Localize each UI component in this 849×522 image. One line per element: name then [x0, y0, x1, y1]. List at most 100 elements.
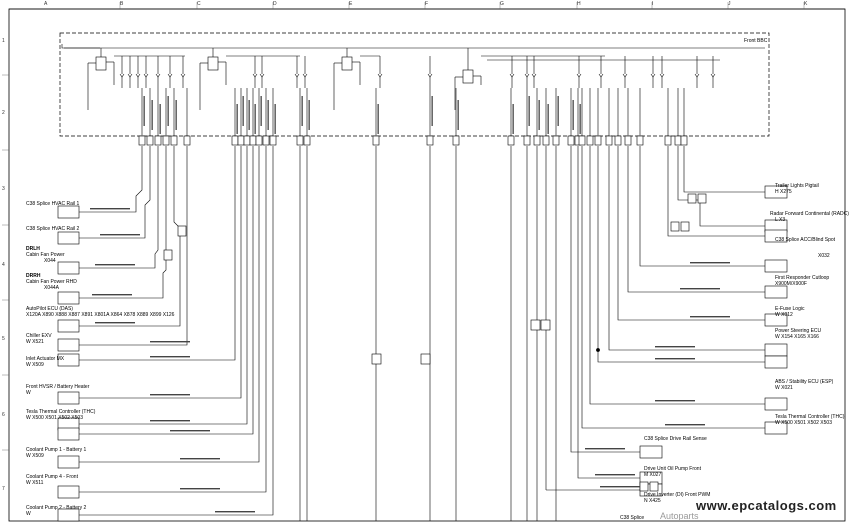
wire-label	[547, 104, 549, 134]
left-comp-0: C38 Splice HVAC Rail 1	[26, 201, 80, 207]
watermark-faint: Autoparts	[660, 511, 699, 521]
connector-pin	[636, 135, 644, 146]
fuse-symbol	[155, 56, 161, 88]
fuse-symbol	[650, 56, 656, 88]
left-comp-1: C38 Splice HVAC Rail 2	[26, 226, 80, 232]
left-comp-10: Coolant Pump 4 - Front	[26, 474, 78, 480]
left-comp-3-code: X044A	[44, 285, 60, 291]
grid-label-F: F	[425, 1, 429, 7]
wire-label	[431, 96, 433, 126]
right-comp-1: Radar Forward Continental (RADC)	[770, 211, 849, 217]
right-comp-4-code: X900M/X900F	[775, 281, 807, 287]
connector-stub	[639, 445, 663, 459]
connector-pin	[183, 135, 191, 146]
grid-row-4: 4	[2, 262, 5, 268]
grid-row-6: 6	[2, 412, 5, 418]
right-comp-5: E-Fuse Logic	[775, 306, 805, 312]
connector-stub	[764, 229, 788, 243]
left-comp-6: Inlet Actuator MX	[26, 356, 65, 362]
right-comp-3: X032	[818, 253, 830, 259]
wire-label	[175, 100, 177, 130]
grid-label-B: B	[120, 1, 124, 7]
wire-label	[95, 264, 135, 266]
connector-stub	[764, 421, 788, 435]
grid-label-I: I	[652, 1, 654, 7]
wire-label	[655, 346, 695, 348]
connector-pin	[255, 135, 263, 146]
wire-label	[595, 474, 635, 476]
connector-stub	[57, 427, 80, 441]
connector-stub	[57, 353, 80, 367]
connector-pin	[664, 135, 672, 146]
wire-label	[680, 288, 720, 290]
watermark: www.epcatalogs.com	[696, 498, 837, 513]
fuse-symbol	[180, 56, 186, 88]
left-comp-9-code: W X509	[26, 453, 44, 459]
wire-label	[248, 100, 250, 130]
connector-pin	[237, 135, 245, 146]
right-comp-7-code: W X021	[775, 385, 793, 391]
left-comp-2-tag: DRLH	[26, 246, 40, 252]
wire-label	[557, 96, 559, 126]
wire-label	[236, 104, 238, 134]
fuse-symbol	[694, 56, 700, 88]
connector-pin	[303, 135, 311, 146]
connector-pin	[296, 135, 304, 146]
wire-label	[538, 100, 540, 130]
right-comp-5-code: W X012	[775, 312, 793, 318]
connector-stub	[57, 455, 80, 469]
wire-label	[90, 208, 130, 210]
grid-label-D: D	[273, 1, 277, 7]
left-comp-10-code: W X511	[26, 480, 44, 486]
wire-label	[170, 430, 210, 432]
fuse-symbol	[294, 56, 300, 88]
wire-label	[267, 100, 269, 130]
connector-stub	[57, 508, 80, 522]
wire-label	[180, 488, 220, 490]
bottom-comp-1: Drive Unit Oil Pump Front	[644, 466, 701, 472]
fuse-symbol	[252, 56, 258, 88]
wire-label	[690, 316, 730, 318]
rail-title: Front BBC	[744, 38, 768, 44]
grid-label-K: K	[804, 1, 808, 7]
bottom-comp-1-code: M X027	[644, 472, 662, 478]
connector-pin	[624, 135, 632, 146]
connector-stub	[57, 391, 80, 405]
grid-label-G: G	[500, 1, 504, 7]
wire-label	[180, 458, 220, 460]
fuse-symbol	[427, 56, 433, 88]
connector-stub	[764, 313, 788, 327]
left-comp-3-tag: DRRH	[26, 273, 41, 279]
wire-label	[150, 356, 190, 358]
connector-stub	[57, 319, 80, 333]
fuse-symbol	[135, 56, 141, 88]
connector-pin	[586, 135, 594, 146]
bottom-comp-2: Drive Inverter (DI) Front PWM	[644, 492, 711, 498]
fuse-symbol	[531, 56, 537, 88]
connector-pin	[674, 135, 682, 146]
fuse-symbol	[622, 56, 628, 88]
connector-pin	[170, 135, 178, 146]
fuse-symbol	[377, 56, 383, 88]
grid-row-5: 5	[2, 336, 5, 342]
left-comp-11: Coolant Pump 2 - Battery 2	[26, 505, 87, 511]
connector-pin	[507, 135, 515, 146]
fuse-symbol	[302, 56, 308, 88]
right-comp-6: Power Steering ECU	[775, 328, 822, 334]
wire-label	[100, 234, 140, 236]
fuse-symbol	[524, 56, 530, 88]
connector-stub	[57, 205, 80, 219]
wire-label	[572, 100, 574, 130]
wire-label	[665, 424, 705, 426]
connector-pin	[162, 135, 170, 146]
left-comp-2: Cabin Fan Power	[26, 252, 65, 258]
bottom-comp-3: C38 Splice	[620, 515, 645, 521]
connector-stub	[57, 485, 80, 499]
grid-row-2: 2	[2, 110, 5, 116]
connector-stub	[57, 338, 80, 352]
wire-label	[254, 104, 256, 134]
wire-label	[585, 448, 625, 450]
connector-pin	[243, 135, 251, 146]
right-comp-0-code: H X275	[775, 189, 792, 195]
wire-label	[92, 294, 132, 296]
